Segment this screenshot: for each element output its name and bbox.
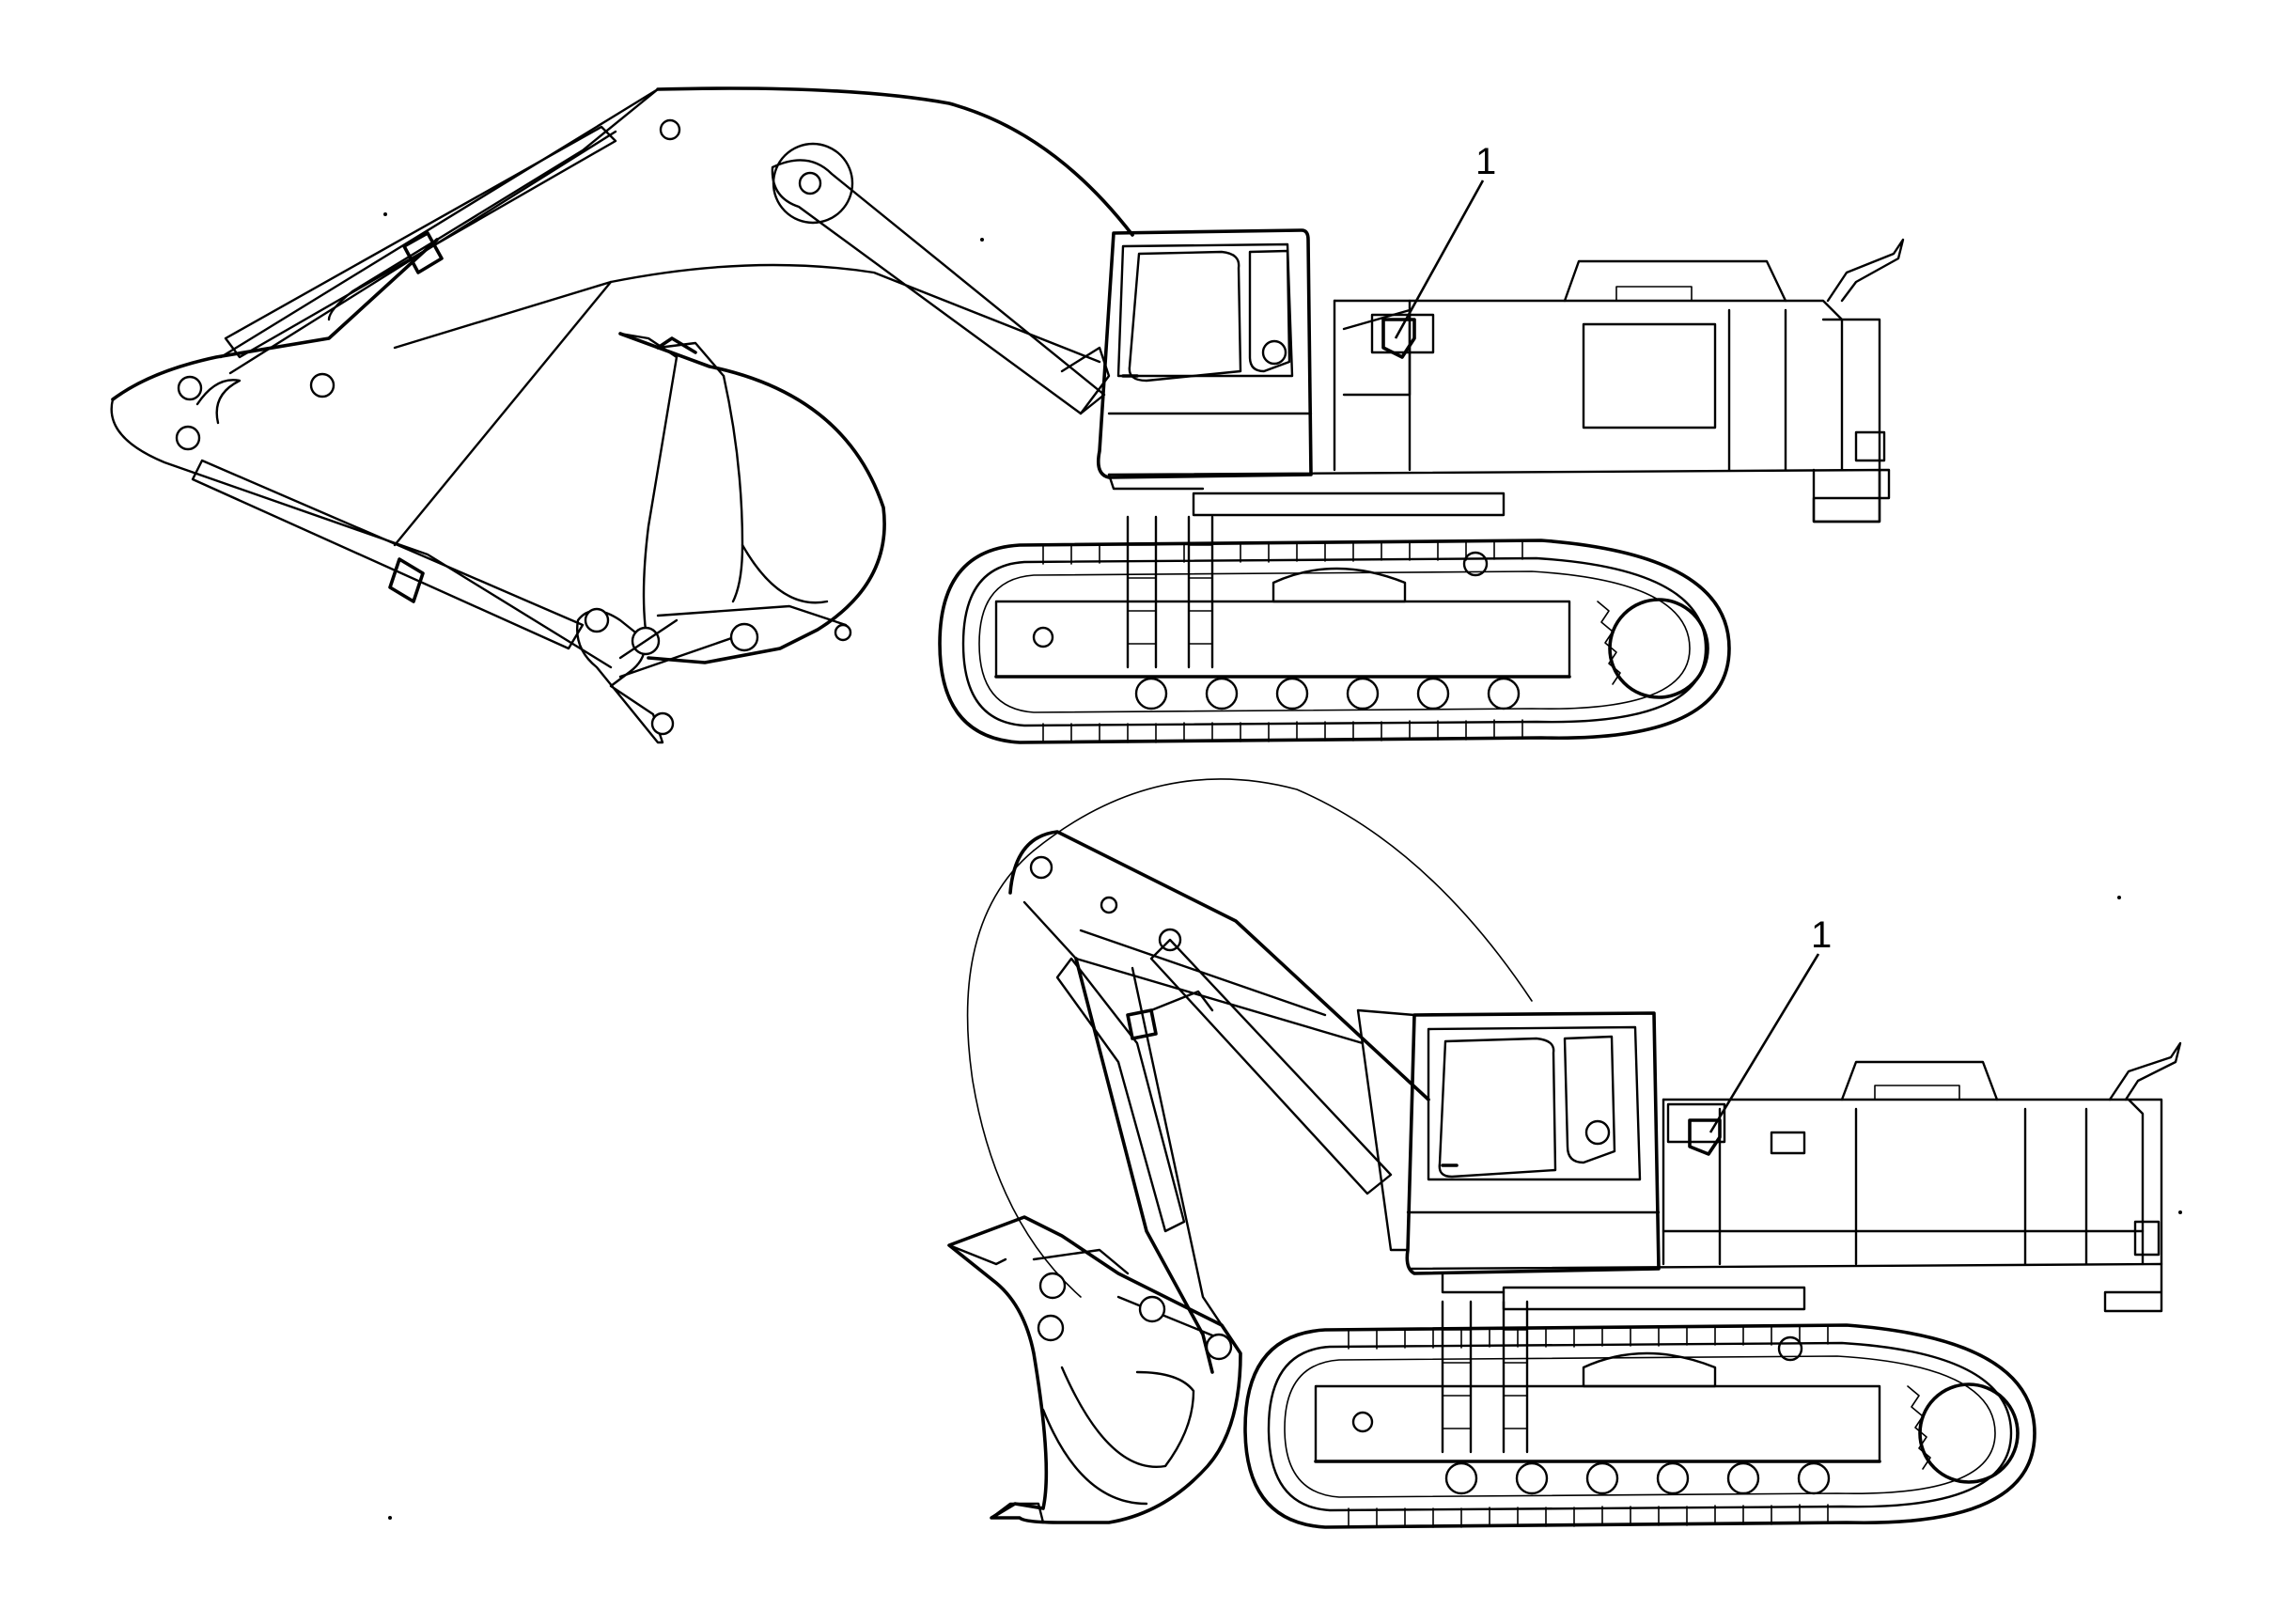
backhoe-callout-label: 1: [1475, 141, 1496, 182]
scan-specks: [383, 212, 2182, 1520]
backhoe-boom: [309, 86, 1134, 415]
backhoe-bucket: [618, 332, 886, 664]
backhoe-crawler-track: [938, 515, 1731, 744]
backhoe-decal-marker: [1381, 318, 1416, 359]
backhoe-swing-ring: [1192, 492, 1506, 517]
face-shovel-excavator-view: 1: [947, 778, 2182, 1529]
shovel-upper-structure: [1356, 1008, 2182, 1313]
shovel-bucket: [947, 1215, 1242, 1524]
backhoe-arm: [110, 87, 744, 744]
shovel-decal-marker: [1688, 1118, 1722, 1156]
backhoe-upper-structure: [1096, 228, 1905, 523]
shovel-front-attachment: [947, 778, 1533, 1524]
backhoe-excavator-view: 1: [110, 86, 1905, 744]
backhoe-callout: 1: [1394, 141, 1496, 339]
backhoe-operator-cab: [1096, 228, 1313, 479]
shovel-callout: 1: [1708, 914, 1832, 1133]
shovel-callout-label: 1: [1811, 914, 1832, 956]
backhoe-callout-leader: [1394, 180, 1485, 339]
shovel-swing-ring: [1502, 1286, 1806, 1311]
shovel-operator-cab: [1405, 1011, 1661, 1275]
shovel-crawler-track: [1243, 1300, 2036, 1529]
shovel-callout-leader: [1708, 953, 1820, 1133]
